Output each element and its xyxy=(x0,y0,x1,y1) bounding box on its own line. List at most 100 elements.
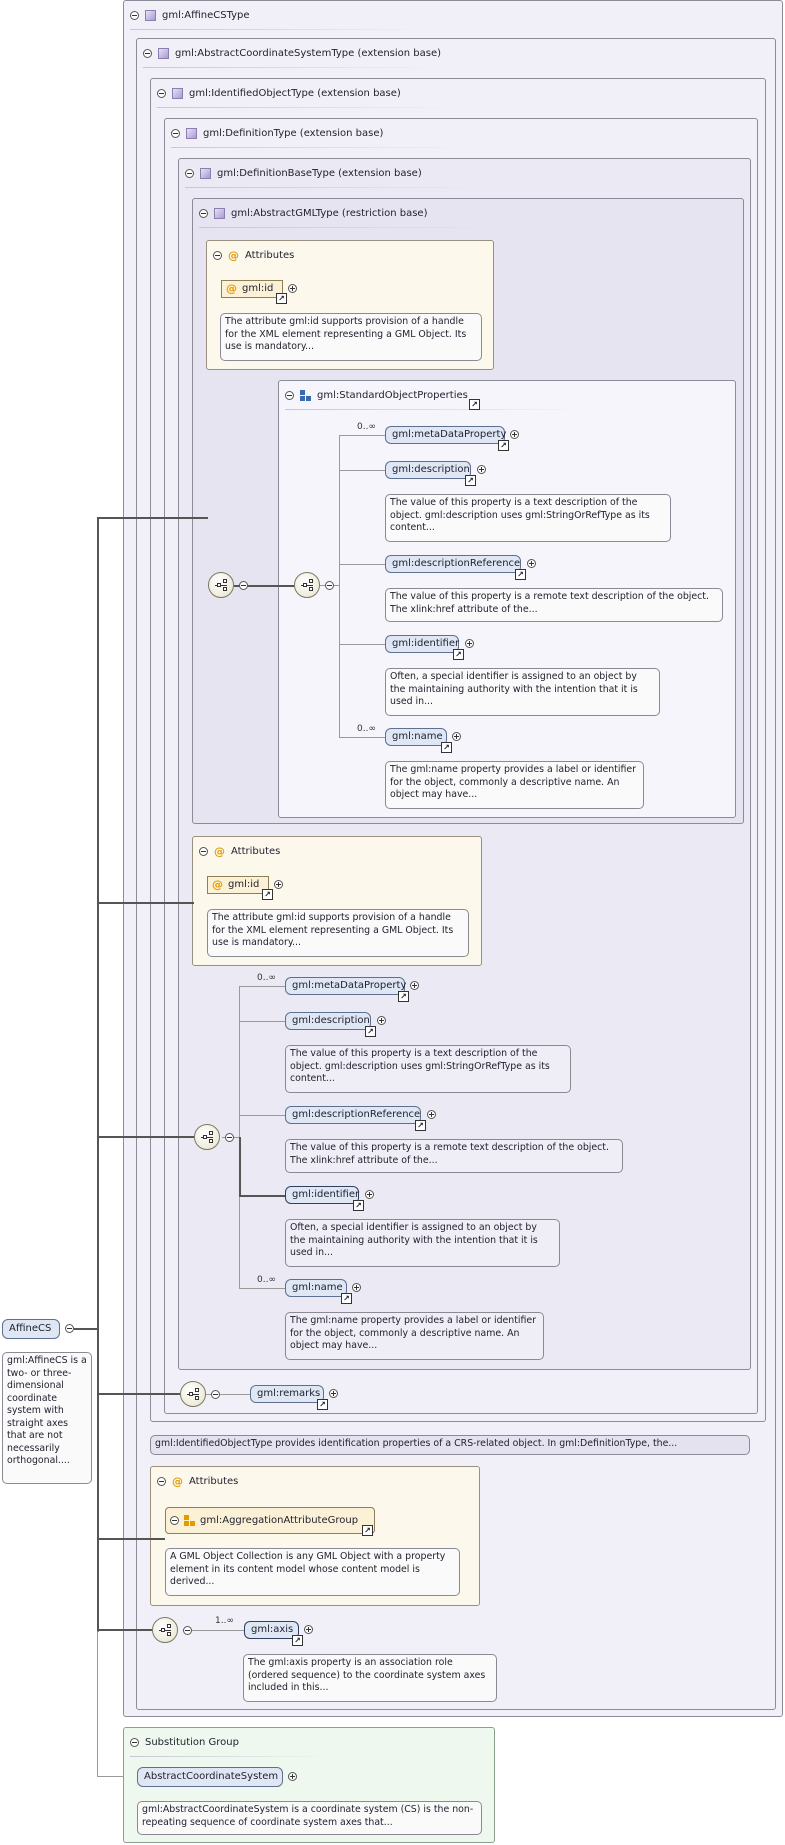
attribute-icon: @ xyxy=(228,248,239,262)
reference-arrow-icon[interactable]: ↗ xyxy=(415,1120,426,1131)
type-label: gml:DefinitionType (extension base) xyxy=(203,127,384,139)
attribute-id-note: The attribute gml:id supports provision … xyxy=(220,313,482,361)
reference-arrow-icon[interactable]: ↗ xyxy=(469,399,480,410)
collapse-icon[interactable] xyxy=(65,1324,74,1333)
attribute-icon: @ xyxy=(212,878,223,891)
reference-arrow-icon[interactable]: ↗ xyxy=(341,1293,352,1304)
collapse-icon[interactable] xyxy=(185,168,194,178)
collapse-icon[interactable] xyxy=(199,846,208,856)
element-abstract-coordinate-system[interactable]: AbstractCoordinateSystem xyxy=(137,1767,283,1787)
collapse-icon[interactable] xyxy=(285,390,294,400)
reference-arrow-icon[interactable]: ↗ xyxy=(453,649,464,660)
element-name[interactable]: gml:name xyxy=(385,728,447,746)
attributes-label: Attributes xyxy=(245,249,295,261)
type-label: gml:DefinitionBaseType (extension base) xyxy=(217,167,422,179)
expand-icon[interactable] xyxy=(304,1625,313,1634)
substitution-group-title: Substitution Group xyxy=(145,1736,239,1748)
collapse-icon[interactable] xyxy=(325,581,334,590)
complex-type-icon xyxy=(186,127,197,139)
cardinality-label: 1..∞ xyxy=(215,1616,234,1626)
collapse-icon[interactable] xyxy=(157,88,166,98)
expand-icon[interactable] xyxy=(274,880,283,889)
reference-arrow-icon[interactable]: ↗ xyxy=(398,991,409,1002)
element-metadata-property[interactable]: gml:metaDataProperty xyxy=(285,977,406,995)
aggregation-note: A GML Object Collection is any GML Objec… xyxy=(165,1548,460,1596)
collapse-icon[interactable] xyxy=(143,48,152,58)
expand-icon[interactable] xyxy=(510,430,519,439)
name-note: The gml:name property provides a label o… xyxy=(285,1312,544,1360)
collapse-icon[interactable] xyxy=(211,1390,220,1399)
attribute-gml-id[interactable]: @ gml:id xyxy=(207,876,269,894)
sequence-compositor-icon[interactable] xyxy=(294,572,320,598)
element-identifier[interactable]: gml:identifier xyxy=(285,1186,359,1204)
reference-arrow-icon[interactable]: ↗ xyxy=(292,1635,303,1646)
sequence-compositor-icon[interactable] xyxy=(180,1381,206,1407)
expand-icon[interactable] xyxy=(170,1516,179,1525)
axis-note: The gml:axis property is an association … xyxy=(243,1654,497,1702)
reference-arrow-icon[interactable]: ↗ xyxy=(362,1525,373,1536)
sequence-compositor-icon[interactable] xyxy=(152,1617,178,1643)
identified-object-type-note: gml:IdentifiedObjectType provides identi… xyxy=(150,1435,750,1455)
attribute-group-name: gml:AggregationAttributeGroup xyxy=(200,1514,359,1526)
name-note: The gml:name property provides a label o… xyxy=(385,761,644,809)
element-axis[interactable]: gml:axis xyxy=(244,1621,299,1639)
attribute-group-icon xyxy=(184,1515,195,1526)
collapse-icon[interactable] xyxy=(183,1626,192,1635)
collapse-icon[interactable] xyxy=(130,1737,139,1747)
collapse-icon[interactable] xyxy=(239,581,248,590)
expand-icon[interactable] xyxy=(377,1016,386,1025)
sequence-compositor-icon[interactable] xyxy=(194,1124,220,1150)
element-description[interactable]: gml:description xyxy=(385,461,471,479)
root-element-affine-cs[interactable]: AffineCS xyxy=(2,1319,60,1339)
cardinality-label: 0..∞ xyxy=(257,1275,276,1285)
element-name[interactable]: gml:name xyxy=(285,1279,347,1297)
group-label: gml:StandardObjectProperties xyxy=(317,389,468,401)
reference-arrow-icon[interactable]: ↗ xyxy=(276,293,287,304)
reference-arrow-icon[interactable]: ↗ xyxy=(317,1399,328,1410)
attribute-icon: @ xyxy=(214,844,225,858)
expand-icon[interactable] xyxy=(465,639,474,648)
sequence-compositor-icon[interactable] xyxy=(208,572,234,598)
cardinality-label: 0..∞ xyxy=(257,973,276,983)
expand-icon[interactable] xyxy=(477,465,486,474)
collapse-icon[interactable] xyxy=(199,208,208,218)
expand-icon[interactable] xyxy=(352,1283,361,1292)
collapse-icon[interactable] xyxy=(130,10,139,20)
collapse-icon[interactable] xyxy=(225,1133,234,1142)
root-element-note: gml:AffineCS is a two- or three-dimensio… xyxy=(2,1352,92,1484)
reference-arrow-icon[interactable]: ↗ xyxy=(465,475,476,486)
collapse-icon[interactable] xyxy=(171,128,180,138)
complex-type-icon xyxy=(200,167,211,179)
reference-arrow-icon[interactable]: ↗ xyxy=(365,1026,376,1037)
element-metadata-property[interactable]: gml:metaDataProperty xyxy=(385,426,506,444)
abstract-coordinate-system-note: gml:AbstractCoordinateSystem is a coordi… xyxy=(137,1801,482,1835)
element-description-reference[interactable]: gml:descriptionReference xyxy=(385,555,521,573)
attribute-gml-id[interactable]: @ gml:id xyxy=(221,280,283,298)
reference-arrow-icon[interactable]: ↗ xyxy=(441,742,452,753)
reference-arrow-icon[interactable]: ↗ xyxy=(498,440,509,451)
complex-type-icon xyxy=(214,207,225,219)
expand-icon[interactable] xyxy=(288,284,297,293)
type-label: gml:AffineCSType xyxy=(162,9,250,21)
complex-type-icon xyxy=(145,9,156,21)
reference-arrow-icon[interactable]: ↗ xyxy=(353,1200,364,1211)
expand-icon[interactable] xyxy=(452,732,461,741)
element-identifier[interactable]: gml:identifier xyxy=(385,635,459,653)
type-label: gml:AbstractGMLType (restriction base) xyxy=(231,207,428,219)
collapse-icon[interactable] xyxy=(213,250,222,260)
element-remarks[interactable]: gml:remarks xyxy=(250,1385,324,1403)
reference-arrow-icon[interactable]: ↗ xyxy=(515,569,526,580)
element-description-reference[interactable]: gml:descriptionReference xyxy=(285,1106,421,1124)
element-description[interactable]: gml:description xyxy=(285,1012,371,1030)
reference-arrow-icon[interactable]: ↗ xyxy=(262,889,273,900)
attribute-icon: @ xyxy=(172,1474,183,1488)
expand-icon[interactable] xyxy=(288,1772,297,1781)
expand-icon[interactable] xyxy=(410,981,419,990)
expand-icon[interactable] xyxy=(329,1389,338,1398)
description-note: The value of this property is a text des… xyxy=(285,1045,571,1093)
collapse-icon[interactable] xyxy=(157,1476,166,1486)
expand-icon[interactable] xyxy=(427,1110,436,1119)
attribute-group-aggregation[interactable]: gml:AggregationAttributeGroup xyxy=(165,1507,375,1534)
expand-icon[interactable] xyxy=(527,559,536,568)
expand-icon[interactable] xyxy=(365,1190,374,1199)
